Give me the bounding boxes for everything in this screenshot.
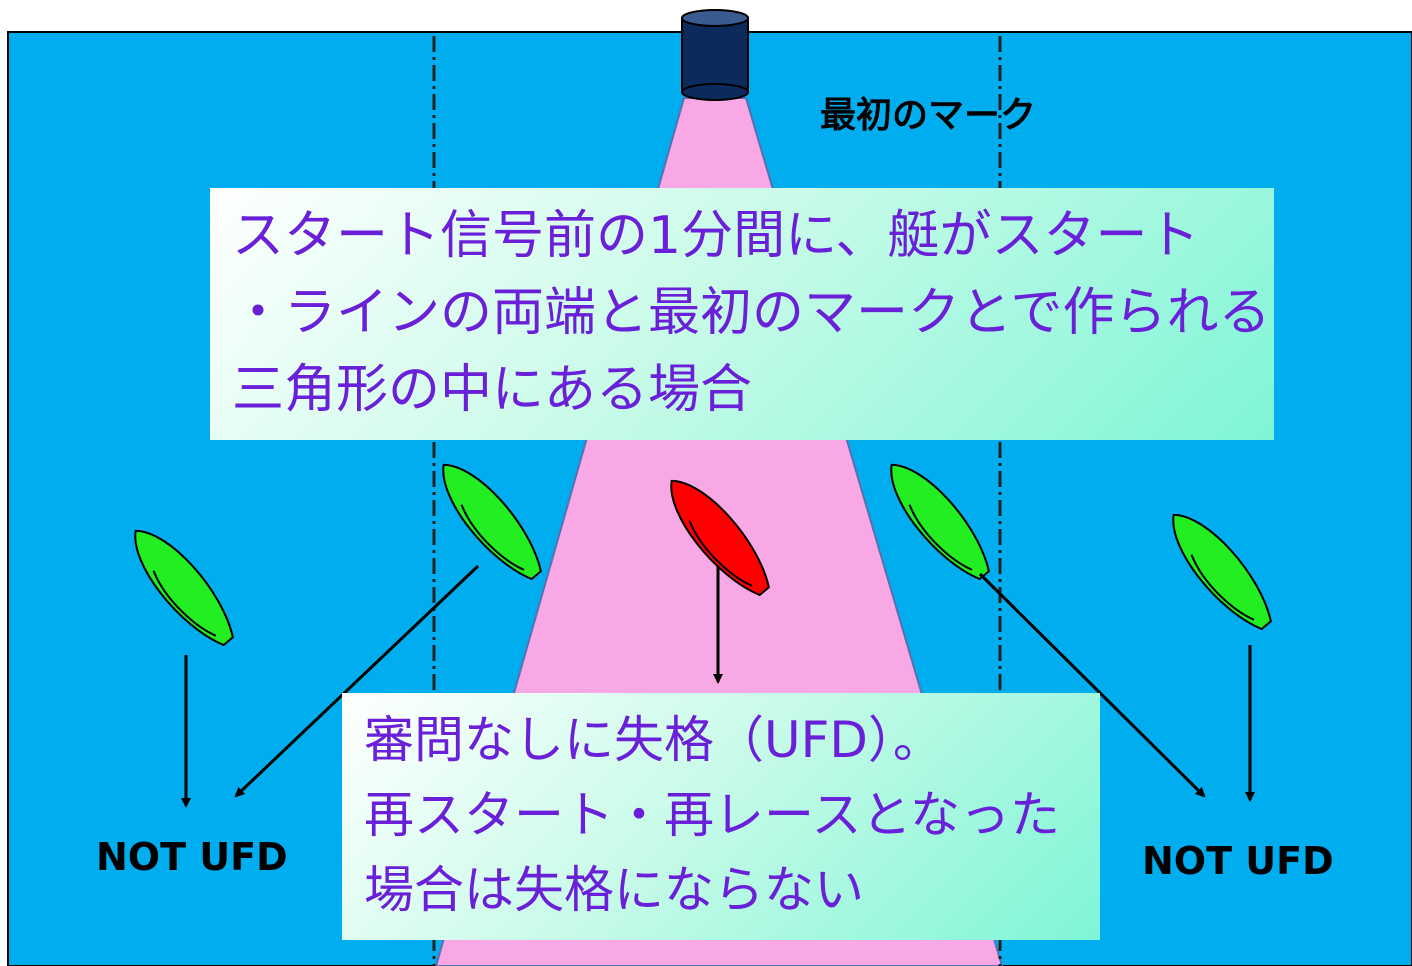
not-ufd-label-right: NOT UFD: [1142, 839, 1334, 883]
lower-callout: 審問なしに失格（UFD）。 再スタート・再レースとなった 場合は失格にならない: [342, 693, 1100, 940]
boat-far-left: [134, 529, 234, 647]
arrow-right: [978, 572, 1206, 798]
first-mark-buoy: [681, 9, 749, 101]
boat-right: [890, 463, 990, 581]
lower-callout-line-2: 再スタート・再レースとなった: [364, 786, 1060, 844]
upper-callout-line-3: 三角形の中にある場合: [232, 360, 753, 420]
upper-callout-line-2: ・ラインの両端と最初のマークとで作られる: [232, 283, 1271, 343]
boat-center-ufd: [670, 479, 770, 597]
boat-far-right: [1172, 513, 1272, 631]
lower-callout-line-3: 場合は失格にならない: [364, 861, 864, 919]
not-ufd-label-left: NOT UFD: [96, 835, 288, 879]
first-mark-label: 最初のマーク: [820, 95, 1037, 136]
boat-left: [442, 463, 542, 581]
upper-callout-line-1: スタート信号前の1分間に、艇がスタート: [232, 206, 1200, 266]
arrow-left: [234, 564, 480, 798]
lower-callout-line-1: 審問なしに失格（UFD）。: [364, 711, 943, 769]
upper-callout: スタート信号前の1分間に、艇がスタート ・ラインの両端と最初のマークとで作られる…: [210, 188, 1274, 440]
